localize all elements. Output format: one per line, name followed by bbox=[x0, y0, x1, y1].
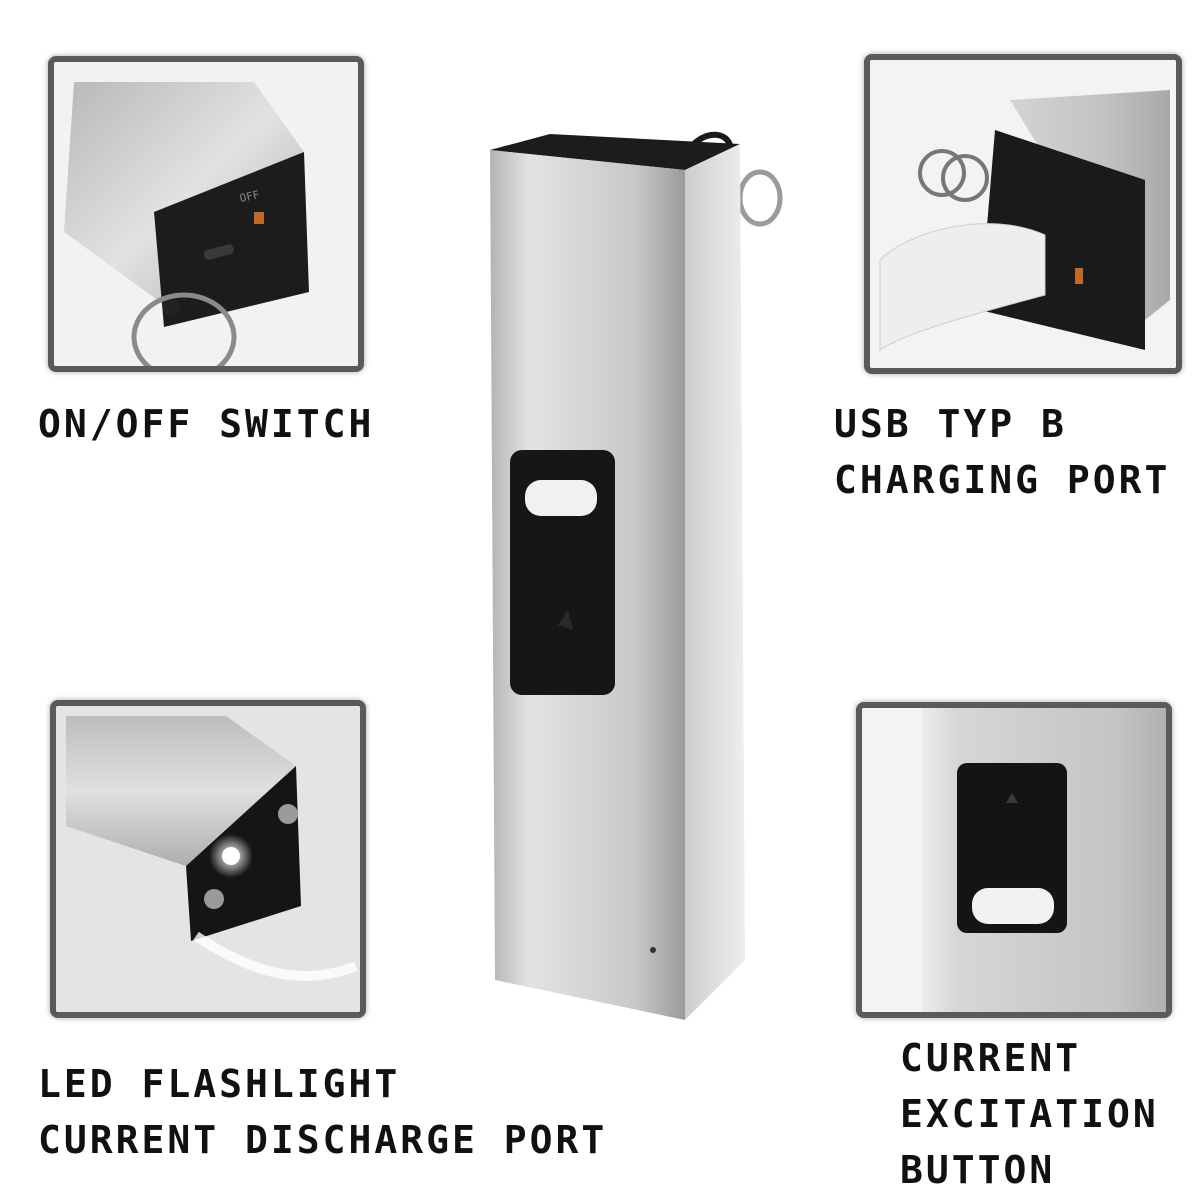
usb-charging-closeup-icon bbox=[870, 60, 1176, 368]
on-off-switch-label: ON/OFF SWITCH bbox=[38, 402, 375, 446]
on-off-switch-photo: OFF bbox=[48, 56, 364, 372]
on-off-switch-closeup-icon: OFF bbox=[54, 62, 358, 366]
usb-port-photo bbox=[864, 54, 1182, 374]
excitation-button-label-line3: BUTTON bbox=[900, 1148, 1056, 1192]
excitation-button-caption: CURRENT EXCITATION BUTTON bbox=[900, 1030, 1159, 1198]
usb-port-label-line2: CHARGING PORT bbox=[834, 458, 1171, 502]
keychain-device-icon bbox=[490, 131, 783, 1020]
excitation-button-label-line1: CURRENT bbox=[900, 1036, 1082, 1080]
led-flashlight-label-line1: LED FLASHLIGHT bbox=[38, 1062, 401, 1106]
excitation-button-photo bbox=[856, 702, 1172, 1018]
usb-port-label-line1: USB TYP B bbox=[834, 402, 1067, 446]
excitation-button-closeup-icon bbox=[862, 708, 1166, 1012]
excitation-button-label-line2: EXCITATION bbox=[900, 1092, 1159, 1136]
led-flashlight-label-line2: CURRENT DISCHARGE PORT bbox=[38, 1118, 608, 1162]
switch-off-mark: OFF bbox=[239, 188, 261, 205]
led-flashlight-caption: LED FLASHLIGHT CURRENT DISCHARGE PORT bbox=[38, 1056, 607, 1168]
usb-port-caption: USB TYP B CHARGING PORT bbox=[834, 396, 1170, 508]
main-device-photo bbox=[470, 120, 800, 1040]
on-off-switch-caption: ON/OFF SWITCH bbox=[38, 396, 374, 452]
led-flashlight-photo bbox=[50, 700, 366, 1018]
led-flashlight-closeup-icon bbox=[56, 706, 360, 1012]
